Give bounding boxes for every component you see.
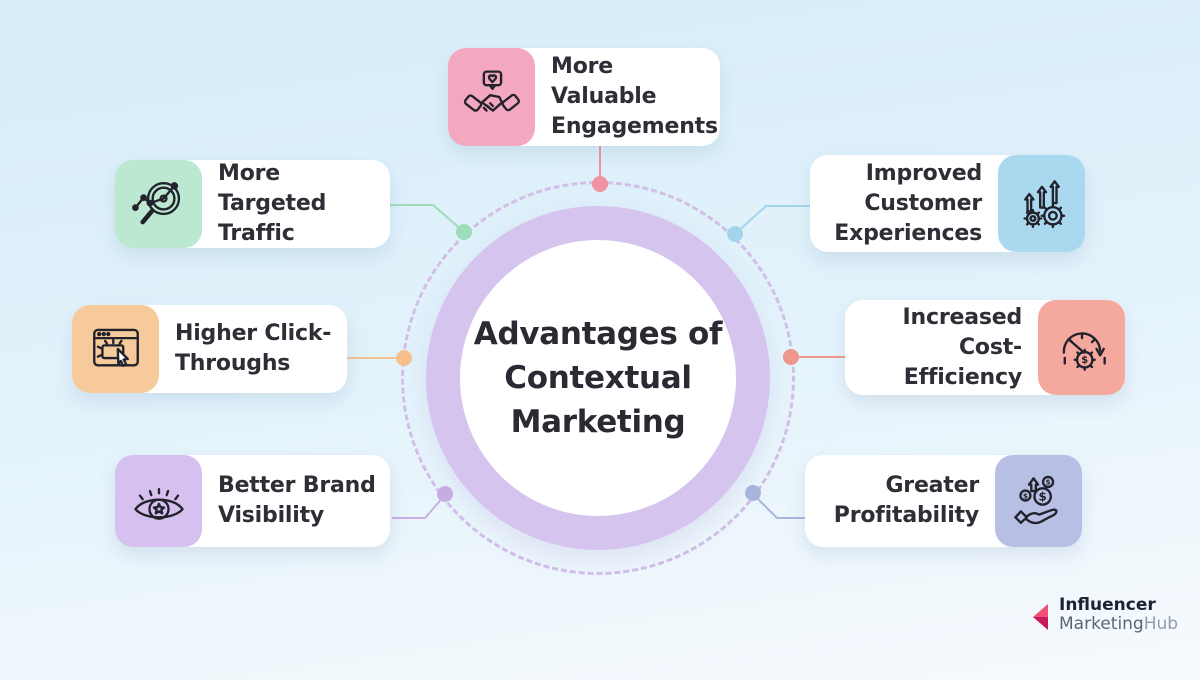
card-improved-customer-experiences: Improved Customer Experiences — [810, 155, 1085, 252]
magnifier-analytics-icon — [115, 160, 202, 248]
svg-text:$: $ — [1038, 490, 1046, 504]
connector-left-bottom — [392, 494, 446, 519]
diagram-title: Advantages of Contextual Marketing — [473, 316, 723, 440]
eye-star-icon — [115, 455, 202, 547]
card-better-brand-visibility: Better Brand Visibility — [115, 455, 390, 547]
card-label: Improved Customer Experiences — [834, 160, 982, 246]
browser-click-icon — [72, 305, 159, 393]
logo-arrow-icon — [1033, 604, 1048, 630]
card-more-valuable-engagements: More Valuable Engagements — [448, 48, 720, 146]
influencer-marketinghub-logo: Influencer MarketingHub — [1032, 596, 1178, 634]
connector-left-top — [390, 204, 465, 233]
hand-coins-icon: $ $ $ — [995, 455, 1082, 547]
logo-text-marketinghub: MarketingHub — [1059, 614, 1179, 634]
card-label: More Targeted Traffic — [218, 161, 327, 246]
connector-right-top — [734, 205, 810, 235]
growth-arrows-gears-icon — [998, 155, 1085, 252]
svg-text:$: $ — [1045, 478, 1050, 487]
card-label: More Valuable Engagements — [551, 54, 718, 139]
card-label: Greater Profitability — [833, 473, 979, 528]
logo-text-influencer: Influencer — [1059, 595, 1156, 615]
card-label: Increased Cost-Efficiency — [902, 304, 1023, 390]
connector-right-bottom — [752, 493, 805, 519]
card-higher-click-throughs: Higher Click-Throughs — [72, 305, 347, 393]
card-label: Higher Click-Throughs — [175, 321, 332, 376]
center-circle: Advantages of Contextual Marketing — [426, 206, 770, 550]
gauge-dollar-icon: $ — [1038, 300, 1125, 395]
card-increased-cost-efficiency: $ Increased Cost-Efficiency — [845, 300, 1125, 395]
card-label: Better Brand Visibility — [218, 473, 376, 528]
card-more-targeted-traffic: More Targeted Traffic — [115, 160, 390, 248]
handshake-heart-icon — [448, 48, 535, 146]
card-greater-profitability: $ $ $ Greater Profitability — [805, 455, 1082, 547]
svg-text:$: $ — [1081, 355, 1088, 366]
svg-text:$: $ — [1022, 491, 1027, 500]
